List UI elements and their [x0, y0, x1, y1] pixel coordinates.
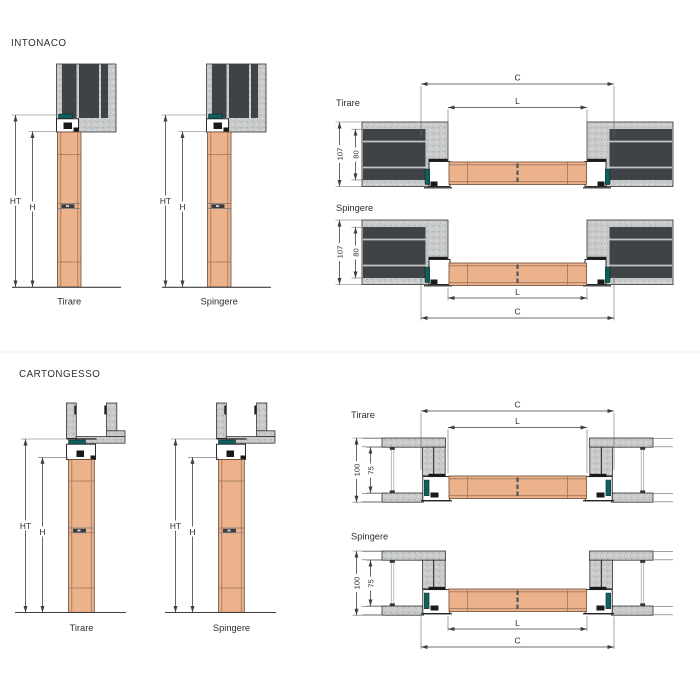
dim-label-c: C: [514, 73, 520, 83]
dim-label-wall-core: 75: [366, 466, 375, 474]
dimension-l: L: [447, 287, 588, 301]
dim-label-c: C: [514, 307, 520, 317]
dim-label-c: C: [514, 636, 520, 646]
dim-label-wall-core: 75: [366, 579, 375, 587]
vertical-section-spingere-intonaco: HT H Spingere: [157, 63, 272, 307]
dim-label-h: H: [179, 202, 185, 212]
section-title: CARTONGESSO: [19, 369, 100, 380]
intonaco-section: INTONACO HT H Tirare: [7, 38, 674, 321]
horizontal-section-spingere-intonaco: Spingere L C: [334, 203, 674, 321]
dimension-c: C: [420, 400, 615, 470]
dimension-c: C: [420, 276, 615, 321]
dimension-ht: HT: [167, 438, 217, 613]
dim-label-ht: HT: [160, 196, 171, 206]
vertical-section-spingere-cartongesso: HT H Spingere: [164, 402, 277, 633]
dim-label-h: H: [39, 527, 45, 537]
dim-label-l: L: [515, 416, 520, 426]
dim-label-h: H: [189, 527, 195, 537]
dimension-wall-total: 100: [351, 550, 382, 616]
dimension-l: L: [447, 616, 588, 631]
horizontal-section-spingere-cartongesso: Spingere L C: [351, 532, 674, 649]
dim-label-wall-total: 100: [352, 577, 361, 590]
dim-label-l: L: [515, 96, 520, 106]
dim-label-wall-core: 80: [351, 248, 360, 256]
cartongesso-section: CARTONGESSO HT H Tirare: [14, 369, 674, 649]
dimension-h: H: [177, 131, 207, 287]
dim-label-l: L: [515, 618, 520, 628]
vertical-section-tirare-cartongesso: HT H Tirare: [14, 402, 127, 633]
dimension-wall-core: 75: [365, 446, 382, 494]
dimension-wall-core: 75: [365, 559, 382, 607]
dimension-wall-total: 100: [351, 437, 382, 503]
dimension-wall-total: 107: [334, 219, 362, 285]
dimension-ht: HT: [17, 438, 67, 613]
dim-label-wall-total: 107: [335, 148, 344, 161]
dimension-h: H: [187, 456, 219, 613]
dimension-wall-core: 80: [350, 128, 363, 181]
horizontal-section-tirare-intonaco: Tirare C L: [334, 73, 674, 189]
dimension-ht: HT: [157, 114, 206, 287]
dim-label-wall-total: 107: [335, 246, 344, 259]
dim-label-ht: HT: [10, 196, 21, 206]
dimension-l: L: [447, 96, 588, 158]
vertical-section-tirare-intonaco: HT H Tirare: [7, 63, 122, 307]
dimension-wall-total: 107: [334, 121, 362, 187]
dimension-ht: HT: [7, 114, 56, 287]
view-caption: Tirare: [70, 623, 94, 633]
view-caption: Tirare: [351, 410, 375, 420]
dimension-h: H: [27, 131, 57, 287]
dimension-l: L: [447, 416, 588, 473]
dimension-wall-core: 80: [350, 226, 363, 279]
dim-label-h: H: [29, 202, 35, 212]
view-caption: Spingere: [201, 297, 238, 307]
view-caption: Spingere: [351, 532, 388, 542]
horizontal-section-tirare-cartongesso: Tirare C L: [351, 400, 674, 503]
dim-label-ht: HT: [20, 521, 31, 531]
dim-label-c: C: [514, 400, 520, 410]
dim-label-wall-core: 80: [351, 150, 360, 158]
dim-label-ht: HT: [170, 521, 181, 531]
dimension-c: C: [420, 73, 615, 138]
section-title: INTONACO: [11, 38, 67, 49]
dimension-c: C: [420, 616, 615, 649]
view-caption: Spingere: [336, 203, 373, 213]
dim-label-wall-total: 100: [352, 464, 361, 477]
view-caption: Tirare: [57, 297, 81, 307]
view-caption: Spingere: [213, 623, 250, 633]
dimension-h: H: [37, 456, 69, 613]
view-caption: Tirare: [336, 98, 360, 108]
dim-label-l: L: [515, 287, 520, 297]
